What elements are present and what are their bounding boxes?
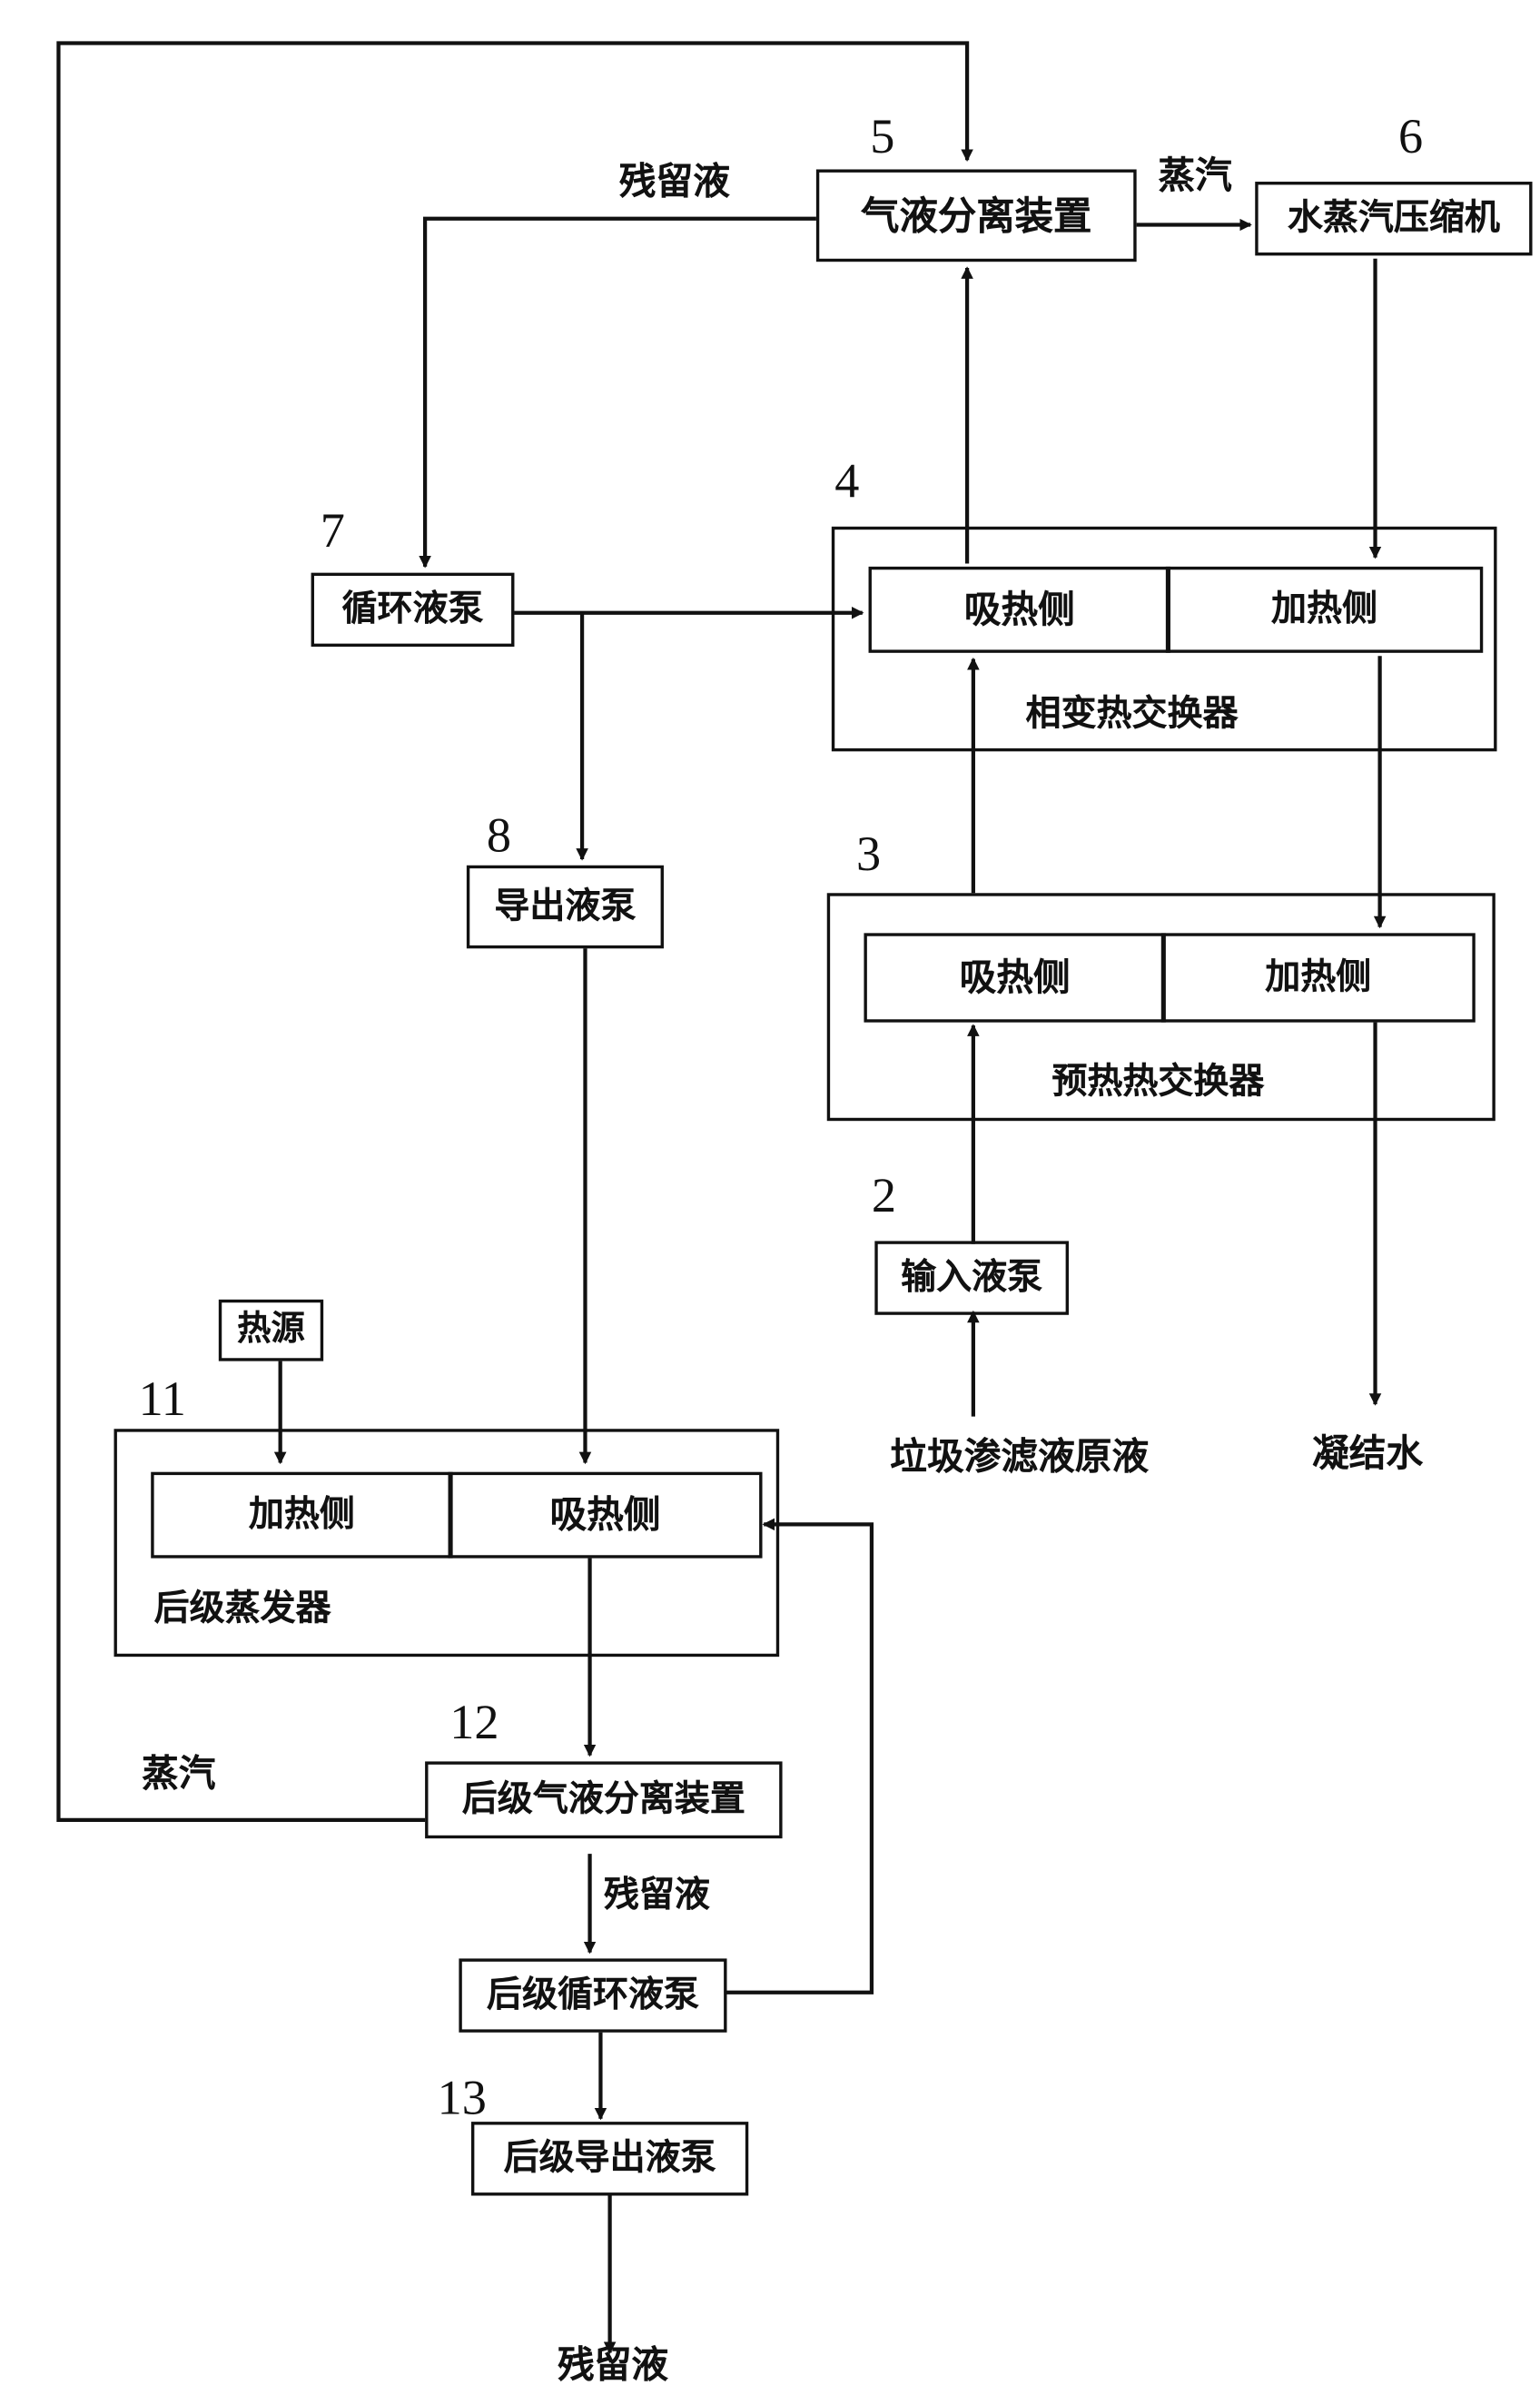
vapor-compressor-label: 水蒸汽压缩机 xyxy=(1287,197,1500,238)
phase-change-heat-label: 加热侧 xyxy=(1271,589,1378,629)
evaporator-absorb-label: 吸热侧 xyxy=(549,1493,661,1537)
export-pump-label: 导出液泵 xyxy=(494,886,637,926)
unit-13-number: 13 xyxy=(437,2069,487,2125)
residue-label-top: 残留液 xyxy=(618,160,730,203)
unit-5-number: 5 xyxy=(870,107,895,163)
unit-4-number: 4 xyxy=(834,452,860,509)
rear-circulation-pump[interactable]: 后级循环液泵 xyxy=(459,1958,727,2033)
unit-7-number: 7 xyxy=(320,501,345,558)
rear-export-pump[interactable]: 后级导出液泵 xyxy=(470,2122,749,2196)
phase-change-heat-exchanger[interactable]: 吸热侧 加热侧 相变热交换器 xyxy=(831,526,1497,752)
evaporator-absorb-side[interactable]: 吸热侧 xyxy=(448,1471,763,1559)
gas-liquid-separator[interactable]: 气液分离装置 xyxy=(815,169,1137,262)
evaporator-heat-label: 加热侧 xyxy=(248,1494,355,1535)
preheat-absorb-side[interactable]: 吸热侧 xyxy=(864,933,1166,1023)
rear-evaporator-label: 后级蒸发器 xyxy=(153,1588,331,1629)
preheat-heat-label: 加热侧 xyxy=(1265,956,1372,997)
heat-source[interactable]: 热源 xyxy=(218,1299,324,1361)
unit-12-number: 12 xyxy=(449,1693,499,1749)
unit-2-number: 2 xyxy=(871,1167,897,1223)
rear-gas-liquid-separator[interactable]: 后级气液分离装置 xyxy=(425,1761,783,1839)
phase-change-heat-side[interactable]: 加热侧 xyxy=(1165,566,1484,653)
preheat-heat-side[interactable]: 加热侧 xyxy=(1160,933,1476,1023)
steam-label-rear: 蒸汽 xyxy=(142,1752,216,1796)
circulation-pump[interactable]: 循环液泵 xyxy=(311,572,515,648)
residue-label-rear: 残留液 xyxy=(603,1875,710,1915)
input-pump[interactable]: 输入液泵 xyxy=(874,1241,1070,1315)
steam-recycle-line xyxy=(56,41,973,1822)
preheat-absorb-label: 吸热侧 xyxy=(959,955,1071,1000)
rear-gas-liquid-separator-label: 后级气液分离装置 xyxy=(461,1778,745,1819)
export-pump[interactable]: 导出液泵 xyxy=(466,865,664,949)
condensate-label: 凝结水 xyxy=(1311,1431,1424,1476)
residue-line-top xyxy=(419,216,816,569)
rear-stage-evaporator[interactable]: 加热侧 吸热侧 后级蒸发器 xyxy=(114,1429,780,1658)
raw-liquid-label: 垃圾渗滤液原液 xyxy=(890,1435,1150,1479)
rear-circulation-line xyxy=(726,1518,874,1994)
preheat-heat-exchanger[interactable]: 吸热侧 加热侧 预热热交换器 xyxy=(826,893,1496,1122)
rear-export-pump-label: 后级导出液泵 xyxy=(503,2137,716,2179)
vapor-compressor[interactable]: 水蒸汽压缩机 xyxy=(1255,182,1533,256)
phase-change-absorb-label: 吸热侧 xyxy=(963,588,1075,632)
preheat-exchanger-label: 预热热交换器 xyxy=(1051,1062,1265,1103)
input-pump-label: 输入液泵 xyxy=(901,1257,1043,1298)
phase-change-absorb-side[interactable]: 吸热侧 xyxy=(868,566,1170,653)
evaporator-heat-side[interactable]: 加热侧 xyxy=(151,1471,453,1559)
steam-label-top: 蒸汽 xyxy=(1158,153,1232,197)
unit-8-number: 8 xyxy=(486,807,512,863)
phase-change-exchanger-label: 相变热交换器 xyxy=(1025,694,1239,735)
unit-3-number: 3 xyxy=(855,825,882,881)
heat-source-label: 热源 xyxy=(237,1310,305,1350)
circulation-pump-label: 循环液泵 xyxy=(341,589,484,629)
unit-11-number: 11 xyxy=(138,1370,186,1426)
gas-liquid-separator-label: 气液分离装置 xyxy=(861,193,1092,238)
residue-out-label: 残留液 xyxy=(557,2343,669,2387)
rear-circulation-pump-label: 后级循环液泵 xyxy=(486,1974,699,2015)
unit-6-number: 6 xyxy=(1397,107,1424,163)
